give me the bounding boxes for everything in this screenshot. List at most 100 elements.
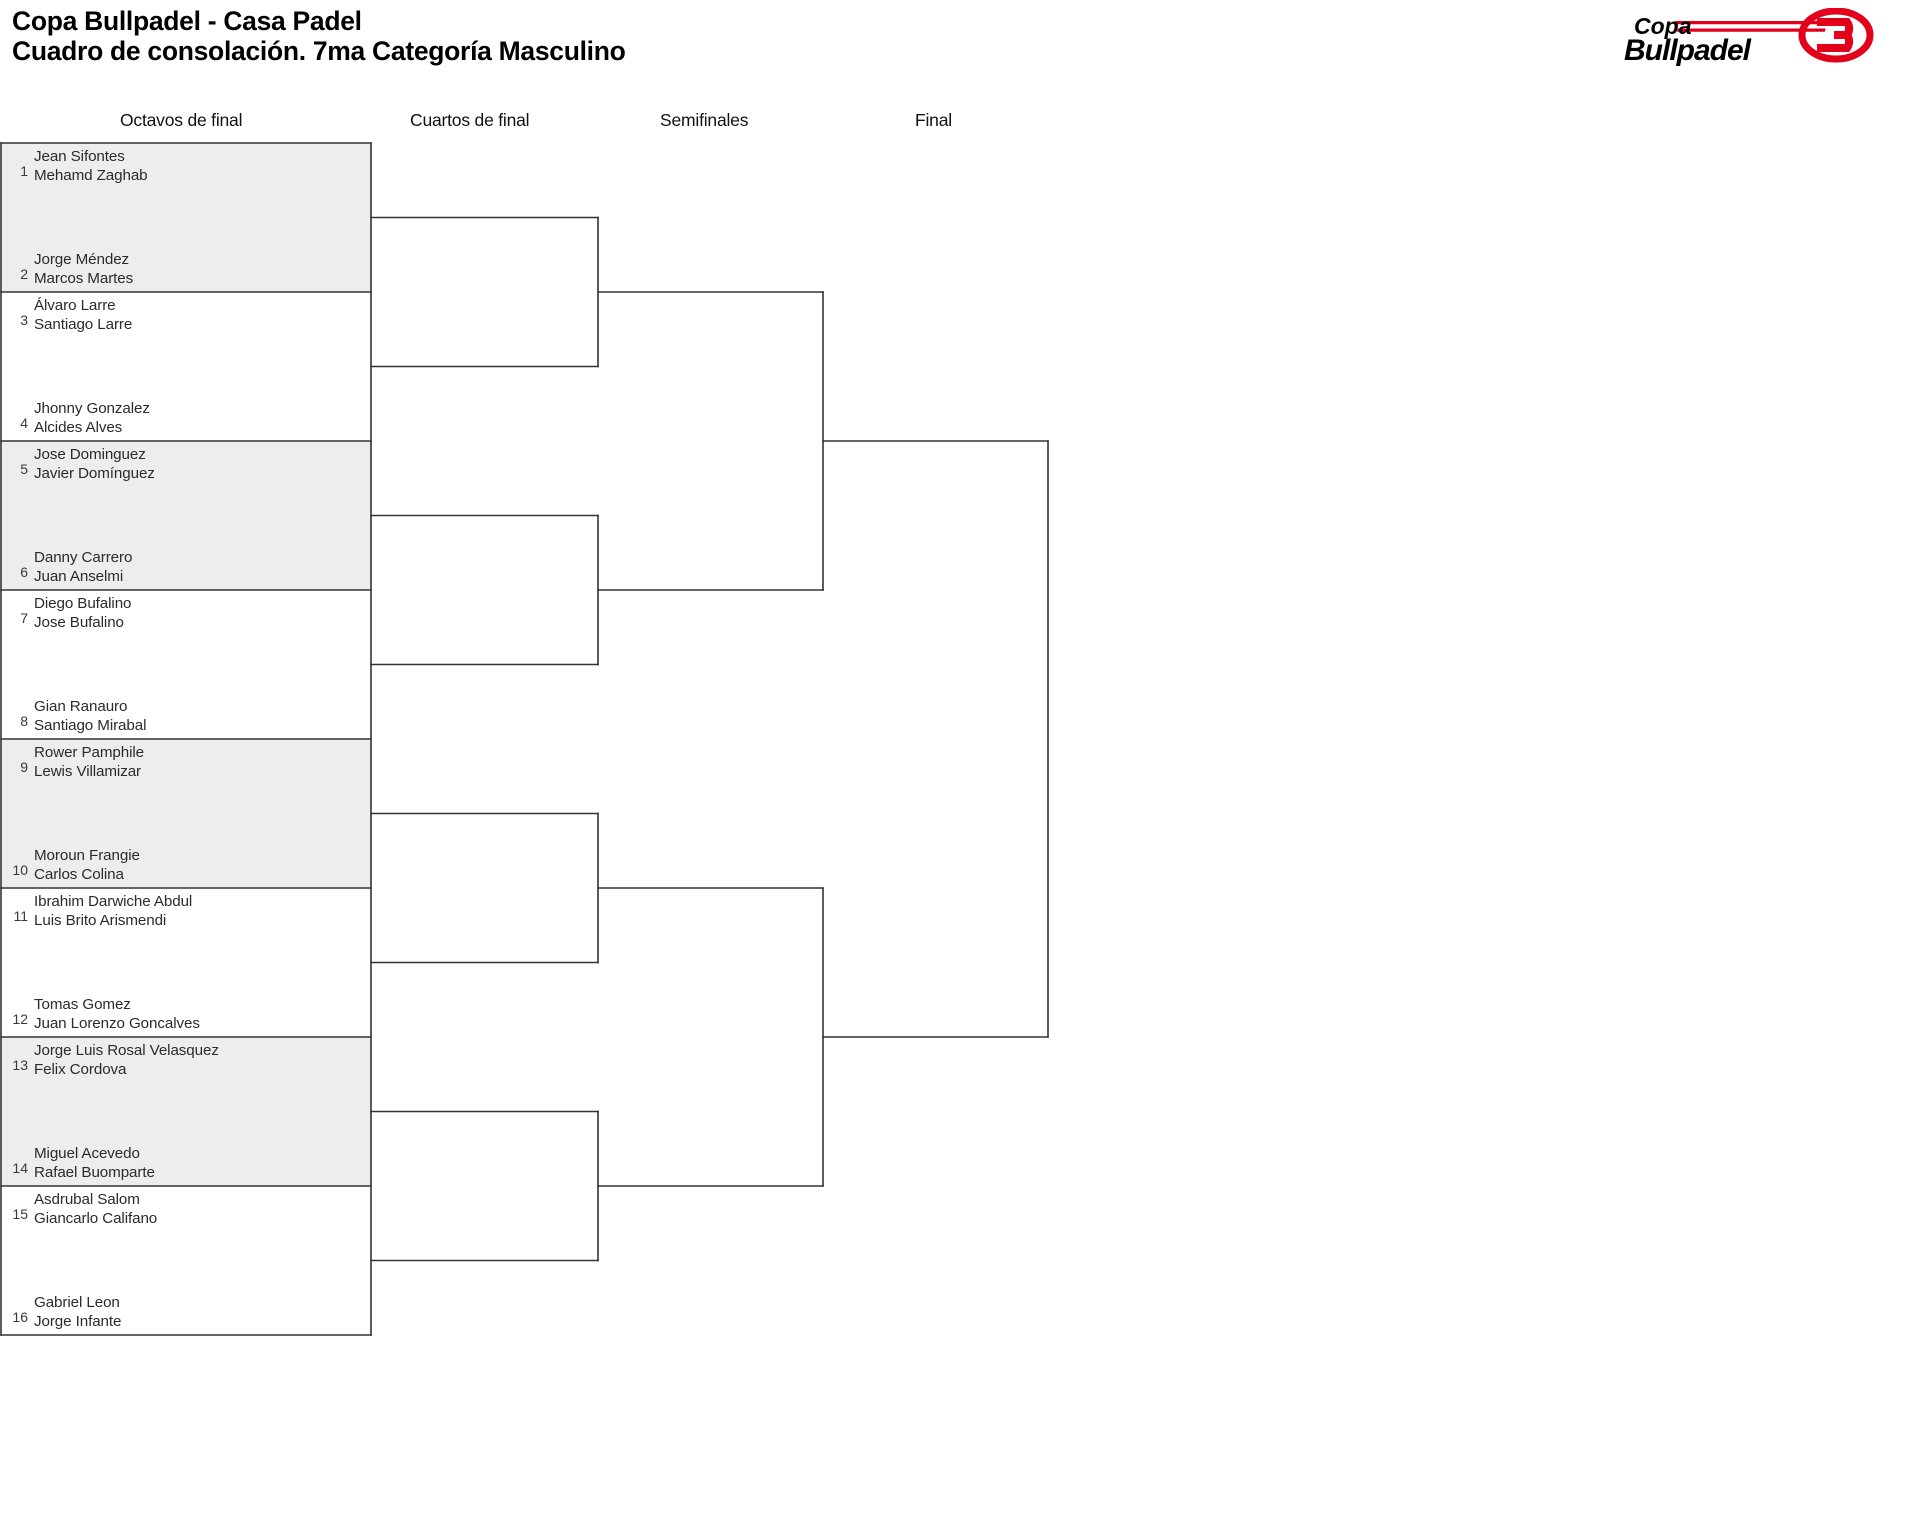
- player-name: Marcos Martes: [34, 270, 134, 287]
- round-header-qf: Cuartos de final: [410, 110, 530, 130]
- logo-emblem: [1798, 7, 1874, 63]
- entry-seed-number: 1: [20, 163, 28, 179]
- player-name: Jose Dominguez: [34, 446, 146, 463]
- player-name: Jose Bufalino: [34, 614, 124, 631]
- player-name: Moroun Frangie: [34, 847, 140, 864]
- entry-seed-number: 6: [20, 564, 28, 580]
- entry-seed-number: 11: [13, 908, 28, 924]
- player-name: Jean Sifontes: [34, 148, 125, 165]
- player-name: Lewis Villamizar: [34, 763, 141, 780]
- player-name: Rafael Buomparte: [34, 1164, 155, 1181]
- copa-bullpadel-logo: Copa Bullpadel: [1620, 7, 1890, 70]
- player-name: Juan Anselmi: [34, 568, 124, 585]
- bracket-connectors: [0, 142, 1049, 1336]
- player-name: Asdrubal Salom: [34, 1191, 140, 1208]
- player-name: Jorge Luis Rosal Velasquez: [34, 1042, 219, 1059]
- bracket-row-shading: [1, 143, 371, 1186]
- bracket-row-shade: [1, 1037, 371, 1186]
- entry-seed-number: 2: [20, 266, 28, 282]
- entry-seed-number: 14: [12, 1160, 28, 1176]
- page-title: Copa Bullpadel - Casa Padel Cuadro de co…: [12, 6, 1212, 66]
- player-name: Gian Ranauro: [34, 698, 128, 715]
- logo-icon: Copa Bullpadel: [1624, 7, 1874, 67]
- player-name: Diego Bufalino: [34, 595, 132, 612]
- player-name: Juan Lorenzo Goncalves: [34, 1015, 200, 1032]
- entry-seed-number: 13: [12, 1057, 28, 1073]
- player-name: Javier Domínguez: [34, 465, 155, 482]
- draw-subtitle: Cuadro de consolación. 7ma Categoría Mas…: [12, 36, 626, 66]
- player-name: Carlos Colina: [34, 866, 124, 883]
- entry-seed-number: 8: [20, 713, 28, 729]
- entry-seed-number: 10: [12, 862, 28, 878]
- player-name: Luis Brito Arismendi: [34, 912, 167, 929]
- entry-seed-number: 3: [20, 312, 28, 328]
- bracket-row-shade: [1, 143, 371, 292]
- round-header-final: Final: [915, 110, 952, 130]
- tournament-name: Copa Bullpadel - Casa Padel: [12, 6, 362, 36]
- round-header-r16: Octavos de final: [120, 110, 243, 130]
- entry-seed-number: 16: [12, 1309, 28, 1325]
- player-name: Jorge Méndez: [34, 251, 130, 268]
- player-name: Danny Carrero: [34, 549, 133, 566]
- entry-seed-number: 9: [20, 759, 28, 775]
- entry-seed-number: 5: [20, 461, 28, 477]
- player-name: Santiago Mirabal: [34, 717, 147, 734]
- player-name: Tomas Gomez: [34, 996, 131, 1013]
- entry-seed-number: 4: [20, 415, 28, 431]
- logo-word-bullpadel: Bullpadel: [1624, 34, 1752, 67]
- player-name: Jorge Infante: [34, 1313, 122, 1330]
- player-name: Rower Pamphile: [34, 744, 145, 761]
- player-name: Santiago Larre: [34, 316, 133, 333]
- player-name: Giancarlo Califano: [34, 1210, 158, 1227]
- player-name: Alcides Alves: [34, 419, 123, 436]
- entry-seed-number: 7: [20, 610, 28, 626]
- logo-word-copa: Copa: [1634, 13, 1692, 39]
- bracket-row-shade: [1, 441, 371, 590]
- player-name: Felix Cordova: [34, 1061, 127, 1078]
- round-header-sf: Semifinales: [660, 110, 749, 130]
- entry-seed-number: 15: [12, 1206, 28, 1222]
- logo-speed-lines: [1674, 21, 1828, 32]
- bracket-row-shade: [1, 739, 371, 888]
- player-name: Mehamd Zaghab: [34, 167, 148, 184]
- player-name: Miguel Acevedo: [34, 1145, 140, 1162]
- player-name: Álvaro Larre: [34, 297, 116, 314]
- player-name: Jhonny Gonzalez: [34, 400, 150, 417]
- entry-seed-number: 12: [12, 1011, 28, 1027]
